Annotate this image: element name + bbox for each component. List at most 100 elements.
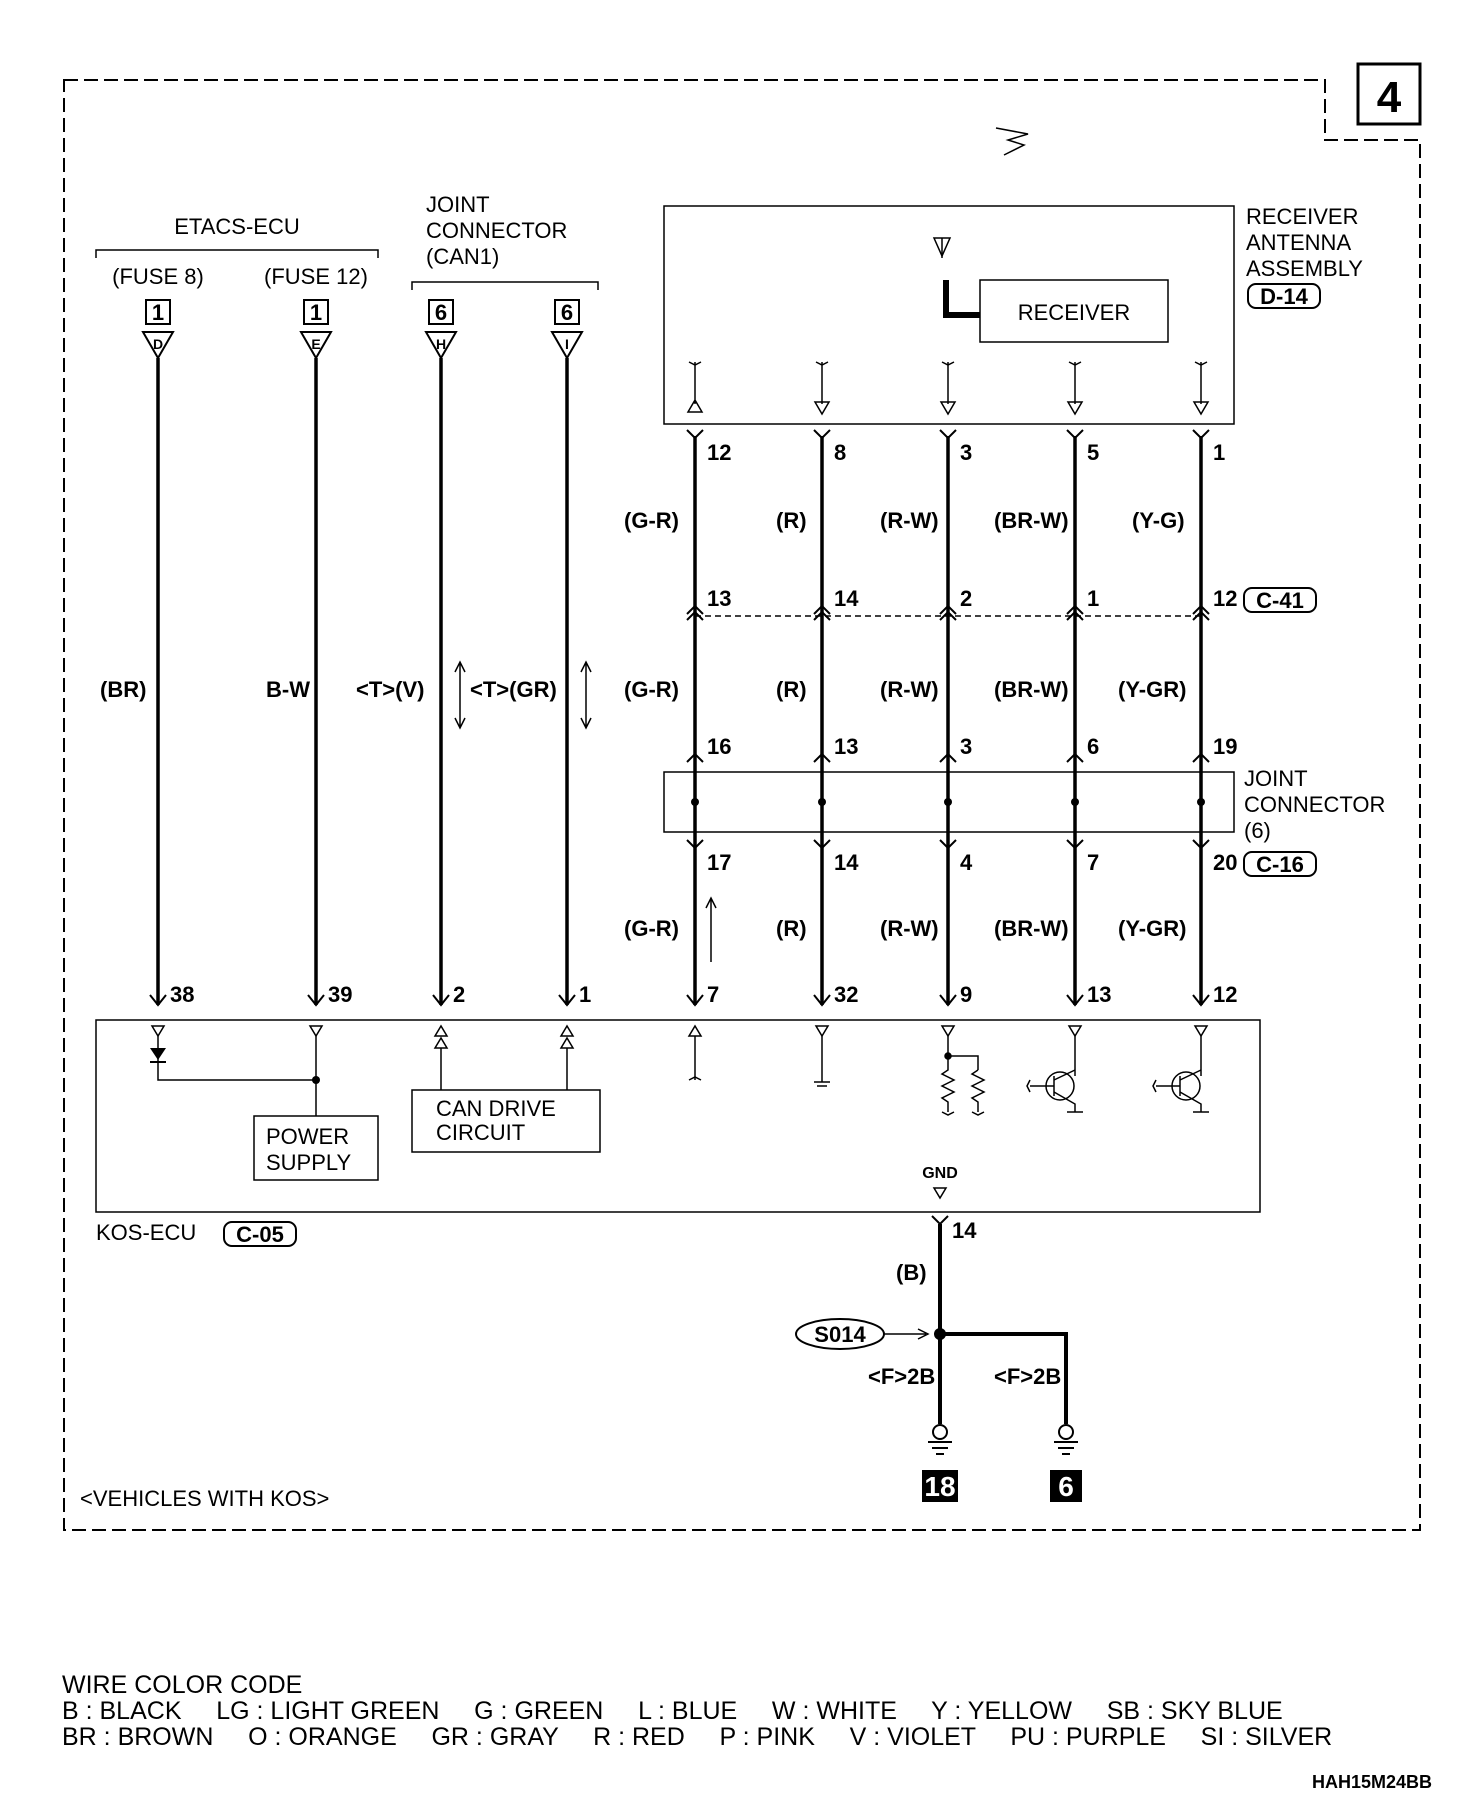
left-wire-color-3: <T>(V) [356,677,424,702]
svg-text:E: E [311,336,320,352]
splice-label: S014 [814,1322,866,1347]
svg-text:6: 6 [561,300,573,325]
wire-color-low-1: (G-R) [624,916,679,941]
connector-box-d: 1 D [141,299,175,361]
svg-text:1: 1 [310,300,322,325]
svg-text:6: 6 [435,300,447,325]
joint6-line3: (6) [1244,818,1271,843]
splice-junction [934,1328,946,1340]
receiver-pin-5: 5 [1087,440,1099,465]
receiver-internal-pins [686,361,1210,416]
wire-color-code-line2: BR : BROWN O : ORANGE GR : GRAY R : RED … [62,1723,1333,1751]
kos-pin-2: 2 [453,982,465,1007]
figure-id: HAH15M24BB [1312,1772,1432,1792]
power-supply-box [253,1115,379,1181]
c41-code: C-41 [1256,588,1304,613]
kos-pin-13: 13 [1087,982,1111,1007]
ground-wires [938,1224,1068,1424]
joint6-pin-16: 16 [707,734,731,759]
joint6-pin-20: 20 [1213,850,1237,875]
receiver-assembly-line3: ASSEMBLY [1246,256,1363,281]
joint6-pin-14: 14 [834,850,859,875]
kos-ecu-internal-pins [150,1024,1209,1087]
connector-box-i: 6 I [550,299,584,361]
receiver-assembly-line1: RECEIVER [1246,204,1358,229]
receiver-assembly-code: D-14 [1260,284,1308,309]
kos-ecu-label: KOS-ECU [96,1220,196,1245]
joint6-junction-dots [691,798,1205,806]
wire-color-low-4: (BR-W) [994,916,1069,941]
kos-pin-32: 32 [834,982,858,1007]
joint6-line2: CONNECTOR [1244,792,1385,817]
ground-point-18: 18 [924,1471,955,1502]
joint6-box [663,771,1235,833]
ground-point-18-box [922,1470,958,1502]
joint6-code: C-16 [1256,852,1304,877]
left-wires [156,358,569,1005]
kos-ecu-code-box [223,1221,297,1247]
can-bidirectional-arrows [454,660,592,730]
left-wire-color-4: <T>(GR) [470,677,557,702]
kos-pin-1: 1 [579,982,591,1007]
fuse8-label: (FUSE 8) [112,264,204,289]
wire-color-top-1: (G-R) [624,508,679,533]
ground-symbols [928,1424,1078,1455]
resistor-icons [940,1036,986,1116]
kos-ecu-code: C-05 [236,1222,284,1247]
joint6-pin-6: 6 [1087,734,1099,759]
splice-arrow [884,1328,930,1340]
c41-code-box [1243,587,1317,613]
kos-pin-7: 7 [707,982,719,1007]
signal-direction-arrow [705,896,717,962]
joint-can1-line1: JOINT [426,192,490,217]
gnd-label: GND [922,1165,958,1182]
joint6-pin-4: 4 [960,850,973,875]
joint-can1-line3: (CAN1) [426,244,499,269]
kos-pin-38: 38 [170,982,194,1007]
wire-color-top-2: (R) [776,508,807,533]
etacs-label: ETACS-ECU [174,214,300,239]
joint6-pin-7: 7 [1087,850,1099,875]
ground-point-6: 6 [1058,1471,1074,1502]
c41-pin-12: 12 [1213,586,1237,611]
left-wire-color-1: (BR) [100,677,146,702]
joint6-pin-17: 17 [707,850,731,875]
wire-color-top-3: (R-W) [880,508,939,533]
connector-box-e: 1 E [299,299,333,361]
antenna-icon [932,237,980,318]
right-wire-connectors [686,429,1210,1007]
wire-color-code-title: WIRE COLOR CODE [62,1671,303,1699]
power-wiring [157,1036,317,1116]
svg-text:1: 1 [152,300,164,325]
wire-color-top-4: (BR-W) [994,508,1069,533]
joint-can1-line2: CONNECTOR [426,218,567,243]
connector-box-h: 6 H [424,299,458,361]
receiver-assembly-box [663,205,1235,425]
joint6-pin-13: 13 [834,734,858,759]
can-drive-box [411,1089,601,1153]
can-wiring [440,1048,568,1090]
can-drive-line1: CAN DRIVE [436,1096,556,1121]
c41-pin-2: 2 [960,586,972,611]
joint6-pin-3: 3 [960,734,972,759]
diagram-frame [63,79,1421,1531]
power-supply-line1: POWER [266,1124,349,1149]
joint6-line1: JOINT [1244,766,1308,791]
gnd-wire-color: (B) [896,1260,927,1285]
joint6-code-box [1243,851,1317,877]
gnd-pin-icon [932,1187,948,1200]
kos-pin-39: 39 [328,982,352,1007]
kos-ecu-box [95,1019,1261,1213]
wire-color-low-3: (R-W) [880,916,939,941]
transistor-icon-2 [1152,1036,1209,1113]
c41-pin-1: 1 [1087,586,1099,611]
joint6-pin-19: 19 [1213,734,1237,759]
etacs-brace [95,249,379,258]
ground-point-6-box [1050,1470,1082,1502]
svg-text:H: H [436,336,446,352]
svg-text:I: I [565,336,569,352]
kos-pin-12: 12 [1213,982,1237,1007]
wire-color-mid-3: (R-W) [880,677,939,702]
wire-color-code-line1: B : BLACK LG : LIGHT GREEN G : GREEN L :… [62,1697,1283,1725]
